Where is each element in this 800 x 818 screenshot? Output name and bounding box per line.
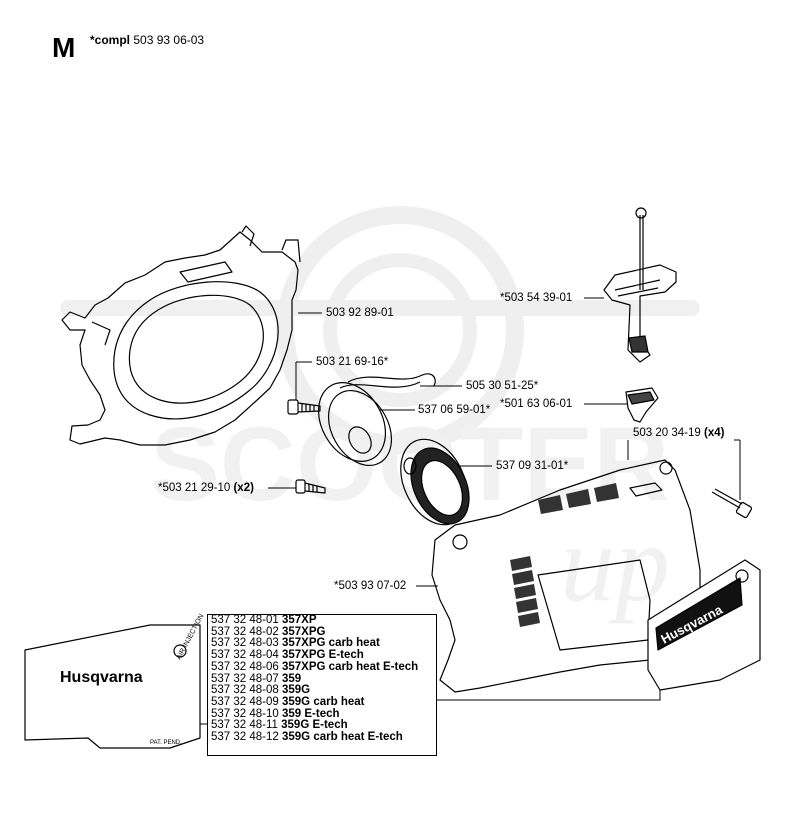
- variant-row: 537 32 48-08 359G: [211, 684, 311, 697]
- part-label-bolt: 503 20 34-19 (x4): [633, 427, 725, 439]
- cover-bolt: [711, 488, 753, 519]
- decal-left-brand: Husqvarna: [60, 669, 143, 686]
- part-label-screw-lower: *503 21 29-10 (x2): [158, 482, 254, 494]
- variant-row: 537 32 48-01 357XP: [211, 614, 317, 626]
- part-label-handle: *503 54 39-01: [500, 292, 573, 304]
- decal-left-pat-text: PAT. PEND.: [150, 740, 182, 746]
- watermark: SCOOTER up: [60, 206, 700, 624]
- variant-list: 537 32 48-01 357XP 537 32 48-02 357XPG 5…: [207, 614, 437, 756]
- screw-upper: [287, 399, 321, 415]
- starter-handle: [603, 207, 677, 363]
- screw-lower: [295, 479, 326, 494]
- variant-row: 537 32 48-12 359G carb heat E-tech: [211, 731, 403, 744]
- variant-row: 537 32 48-07 359: [211, 672, 302, 685]
- part-label-pulley: 537 06 59-01*: [418, 404, 491, 416]
- variant-row: 537 32 48-11 359G E-tech: [211, 719, 348, 732]
- compl-label: *compl 503 93 06-03: [90, 33, 204, 47]
- variant-row: 537 32 48-10 359 E-tech: [211, 707, 340, 720]
- part-label-screw-upper: 503 21 69-16*: [316, 356, 389, 368]
- compl-prefix: *compl: [90, 33, 131, 47]
- watermark-tail: up: [560, 502, 670, 624]
- variant-row: 537 32 48-09 359G carb heat: [211, 695, 365, 708]
- starter-housing: [61, 225, 301, 446]
- variant-row: 537 32 48-06 357XPG carb heat E-tech: [211, 660, 419, 673]
- variant-row: 537 32 48-03 357XPG carb heat: [211, 637, 380, 650]
- section-letter: M: [52, 32, 76, 63]
- rope-grommet: [625, 387, 659, 423]
- variant-row: 537 32 48-04 357XPG E-tech: [211, 649, 364, 662]
- part-label-grommet: *501 63 06-01: [500, 398, 573, 410]
- compl-number: 503 93 06-03: [133, 33, 205, 47]
- recoil-spring-cassette: [400, 438, 470, 526]
- decal-right: Husqvarna: [647, 559, 761, 691]
- part-label-rope: 505 30 51-25*: [466, 380, 539, 392]
- starter-pulley: [317, 373, 436, 466]
- part-label-cover: *503 93 07-02: [334, 580, 407, 592]
- starter-cover: [431, 459, 701, 693]
- decal-left: Husqvarna AIR INJECTION PAT. PEND.: [24, 613, 206, 749]
- part-label-housing: 503 92 89-01: [326, 307, 394, 319]
- part-label-spring: 537 09 31-01*: [496, 460, 569, 472]
- leader-lines: [200, 297, 741, 725]
- variant-row: 537 32 48-02 357XPG: [211, 625, 326, 638]
